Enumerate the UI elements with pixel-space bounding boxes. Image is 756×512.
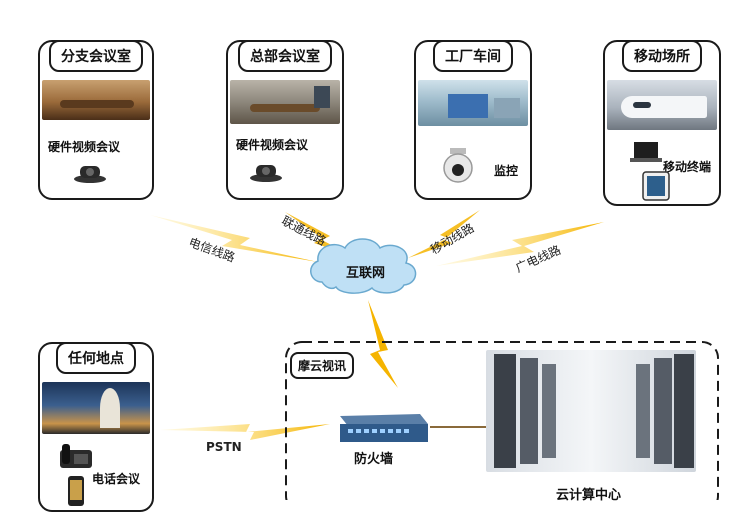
site-card-mobile-venue: 移动场所 移动终端: [603, 40, 721, 206]
factory-photo: [418, 80, 528, 126]
train-photo: [607, 80, 717, 130]
meeting-room-photo: [230, 80, 340, 124]
platform-frame: [285, 341, 719, 500]
device-label: 监控: [494, 164, 519, 178]
site-title: 任何地点: [56, 342, 136, 374]
laptop-icon: [630, 142, 662, 162]
video-camera-icon: [74, 166, 106, 183]
meeting-room-photo: [42, 80, 150, 120]
surveillance-camera-icon: [443, 148, 473, 183]
site-title: 总部会议室: [238, 40, 332, 72]
device-label: 硬件视频会议: [48, 140, 121, 154]
desk-phone-icon: [60, 444, 92, 468]
datacenter-label: 云计算中心: [556, 488, 622, 503]
device-label: 电话会议: [92, 472, 141, 486]
datacenter-photo: [486, 350, 696, 472]
pstn-link-label: PSTN: [206, 440, 242, 454]
video-camera-icon: [250, 165, 282, 182]
connection-layer: [150, 210, 719, 500]
site-card-anywhere: 任何地点 电话会议: [38, 342, 154, 512]
tablet-icon: [642, 171, 670, 201]
telecom-link-bolt: [150, 215, 318, 262]
unicom-link-bolt: [285, 212, 352, 256]
pstn-link-bolt: [160, 424, 330, 440]
internet-label: 互联网: [346, 266, 386, 281]
mobile-phone-icon: [68, 476, 84, 506]
site-title: 工厂车间: [433, 40, 513, 72]
site-card-headquarters-meeting-room: 总部会议室 硬件视频会议: [226, 40, 344, 200]
site-title: 分支会议室: [49, 40, 143, 72]
site-title: 移动场所: [622, 40, 702, 72]
cloud-firewall-bolt: [368, 300, 398, 388]
device-label: 硬件视频会议: [236, 138, 309, 152]
platform-title: 摩云视讯: [290, 352, 355, 379]
mobile-link-bolt: [408, 210, 480, 258]
firewall-device-icon: [340, 414, 428, 442]
site-card-branch-meeting-room: 分支会议室 硬件视频会议: [38, 40, 154, 200]
device-label: 移动终端: [663, 160, 712, 174]
landmark-photo: [42, 382, 150, 434]
site-card-factory-workshop: 工厂车间 监控: [414, 40, 532, 200]
internet-cloud-icon: [310, 238, 417, 294]
broadcast-link-bolt: [436, 222, 604, 266]
firewall-label: 防火墙: [354, 452, 394, 467]
